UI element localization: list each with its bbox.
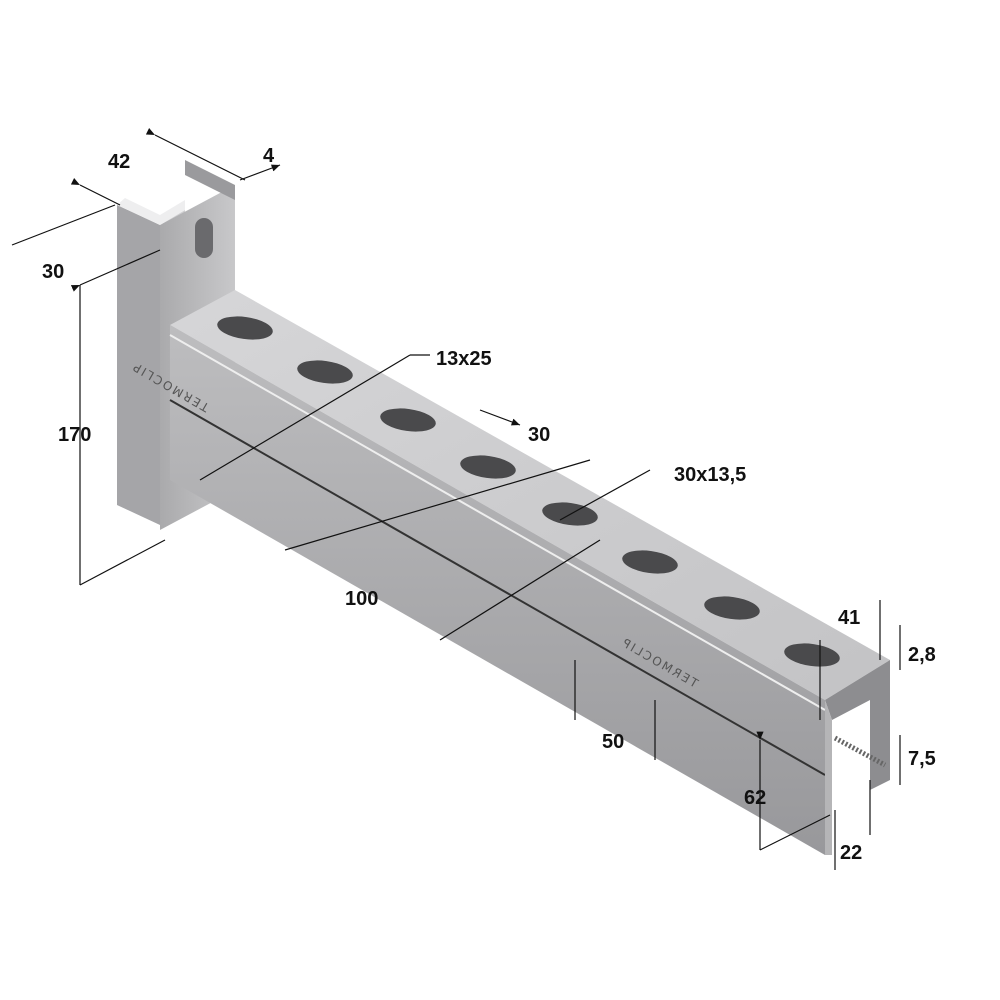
dim-170: 170 (58, 424, 91, 446)
dim-22: 22 (840, 842, 862, 864)
channel-arm: TERMOCLIP TERMOCLIP (129, 290, 890, 855)
dim-62: 62 (744, 787, 766, 809)
dim-2-8: 2,8 (908, 644, 936, 666)
dim-7-5: 7,5 (908, 748, 936, 770)
dim-13x25: 13x25 (436, 348, 492, 370)
dim-41: 41 (838, 607, 860, 629)
dim-50: 50 (602, 731, 624, 753)
dimension-lines (11, 128, 901, 870)
slots (217, 316, 840, 667)
dim-42: 42 (108, 151, 130, 173)
dim-30-pitch: 30 (528, 424, 550, 446)
dim-4: 4 (263, 145, 275, 167)
dim-100: 100 (345, 588, 378, 610)
dimension-labels: 42 4 30 170 13x25 30 30x13,5 100 41 2,8 … (42, 145, 936, 864)
dim-30-post: 30 (42, 261, 64, 283)
dim-30x13-5: 30x13,5 (674, 464, 746, 486)
